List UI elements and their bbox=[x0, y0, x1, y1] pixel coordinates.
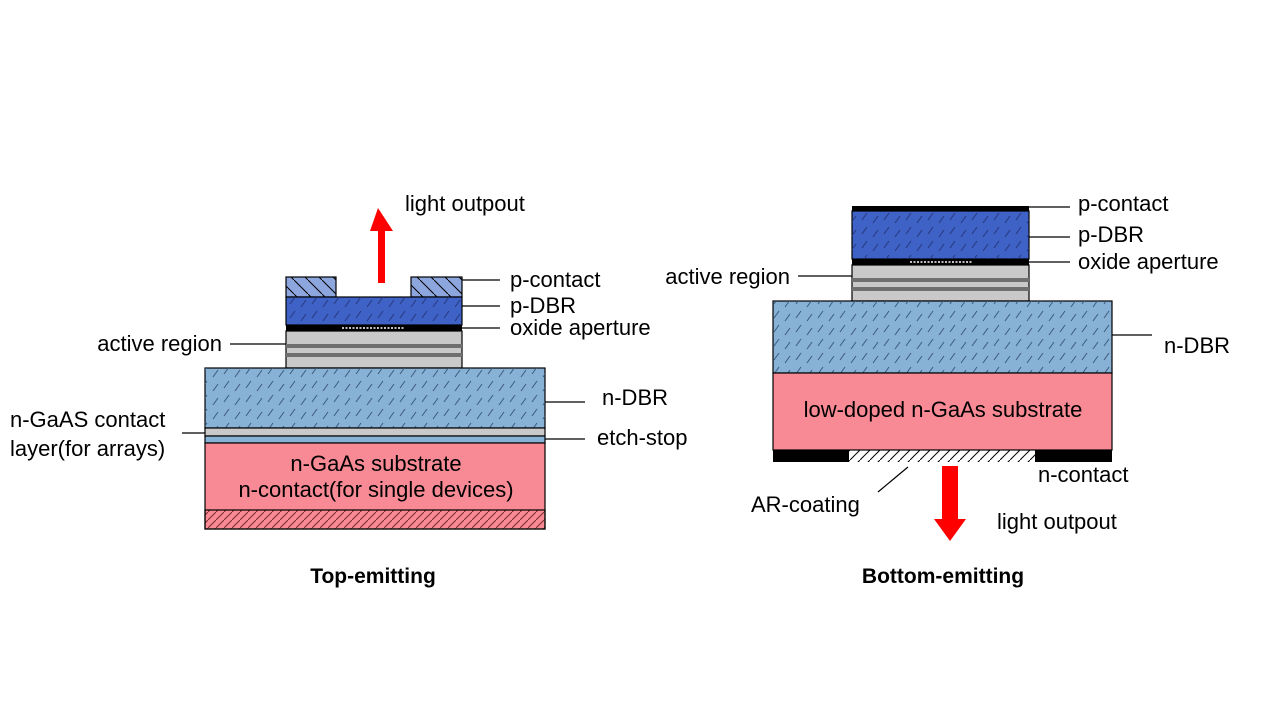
contact-layer-label-2: layer(for arrays) bbox=[10, 436, 165, 461]
oxide-aperture-label: oxide aperture bbox=[510, 315, 651, 340]
etch-stop-label: etch-stop bbox=[597, 425, 688, 450]
bottom-emitting-caption: Bottom-emitting bbox=[862, 565, 1024, 588]
contact-layer bbox=[204, 427, 546, 437]
n-contact-pad-right bbox=[1035, 450, 1112, 462]
ar-coating-label: AR-coating bbox=[751, 492, 860, 517]
p-dbr-label: p-DBR bbox=[510, 293, 576, 318]
substrate-label: low-doped n-GaAs substrate bbox=[804, 397, 1083, 422]
p-dbr-label: p-DBR bbox=[1078, 222, 1144, 247]
active-region-stack bbox=[851, 264, 1030, 302]
n-dbr-label: n-DBR bbox=[602, 385, 668, 410]
n-dbr-label: n-DBR bbox=[1164, 333, 1230, 358]
substrate-label-1: n-GaAs substrate bbox=[290, 451, 461, 476]
p-contact-label: p-contact bbox=[510, 267, 601, 292]
oxide-aperture-label: oxide aperture bbox=[1078, 249, 1219, 274]
top-emitting-caption: Top-emitting bbox=[310, 565, 436, 588]
oxide-aperture-layer bbox=[852, 259, 1029, 265]
n-contact-pad-left bbox=[773, 450, 849, 462]
active-region-label: active region bbox=[97, 331, 222, 356]
etch-stop-layer bbox=[204, 435, 546, 444]
active-region-stack bbox=[285, 330, 463, 369]
light-output-label: light outpout bbox=[997, 509, 1117, 534]
p-contact-label: p-contact bbox=[1078, 191, 1169, 216]
ar-coating-layer bbox=[849, 450, 1035, 462]
bottom-emitting-device: low-doped n-GaAs substrate p-contact p-D… bbox=[665, 191, 1230, 588]
contact-layer-label-1: n-GaAS contact bbox=[10, 407, 165, 432]
top-emitting-device: n-GaAs substrate n-contact(for single de… bbox=[10, 191, 688, 588]
active-region-label: active region bbox=[665, 264, 790, 289]
substrate-label-2: n-contact(for single devices) bbox=[238, 477, 513, 502]
n-contact-hatch bbox=[204, 509, 546, 530]
light-output-label: light outpout bbox=[405, 191, 525, 216]
light-output-arrow-down bbox=[934, 466, 966, 541]
light-output-arrow-up bbox=[370, 208, 393, 283]
n-contact-label: n-contact bbox=[1038, 462, 1129, 487]
p-contact-layer bbox=[852, 206, 1029, 211]
substrate-layer bbox=[772, 372, 1113, 451]
